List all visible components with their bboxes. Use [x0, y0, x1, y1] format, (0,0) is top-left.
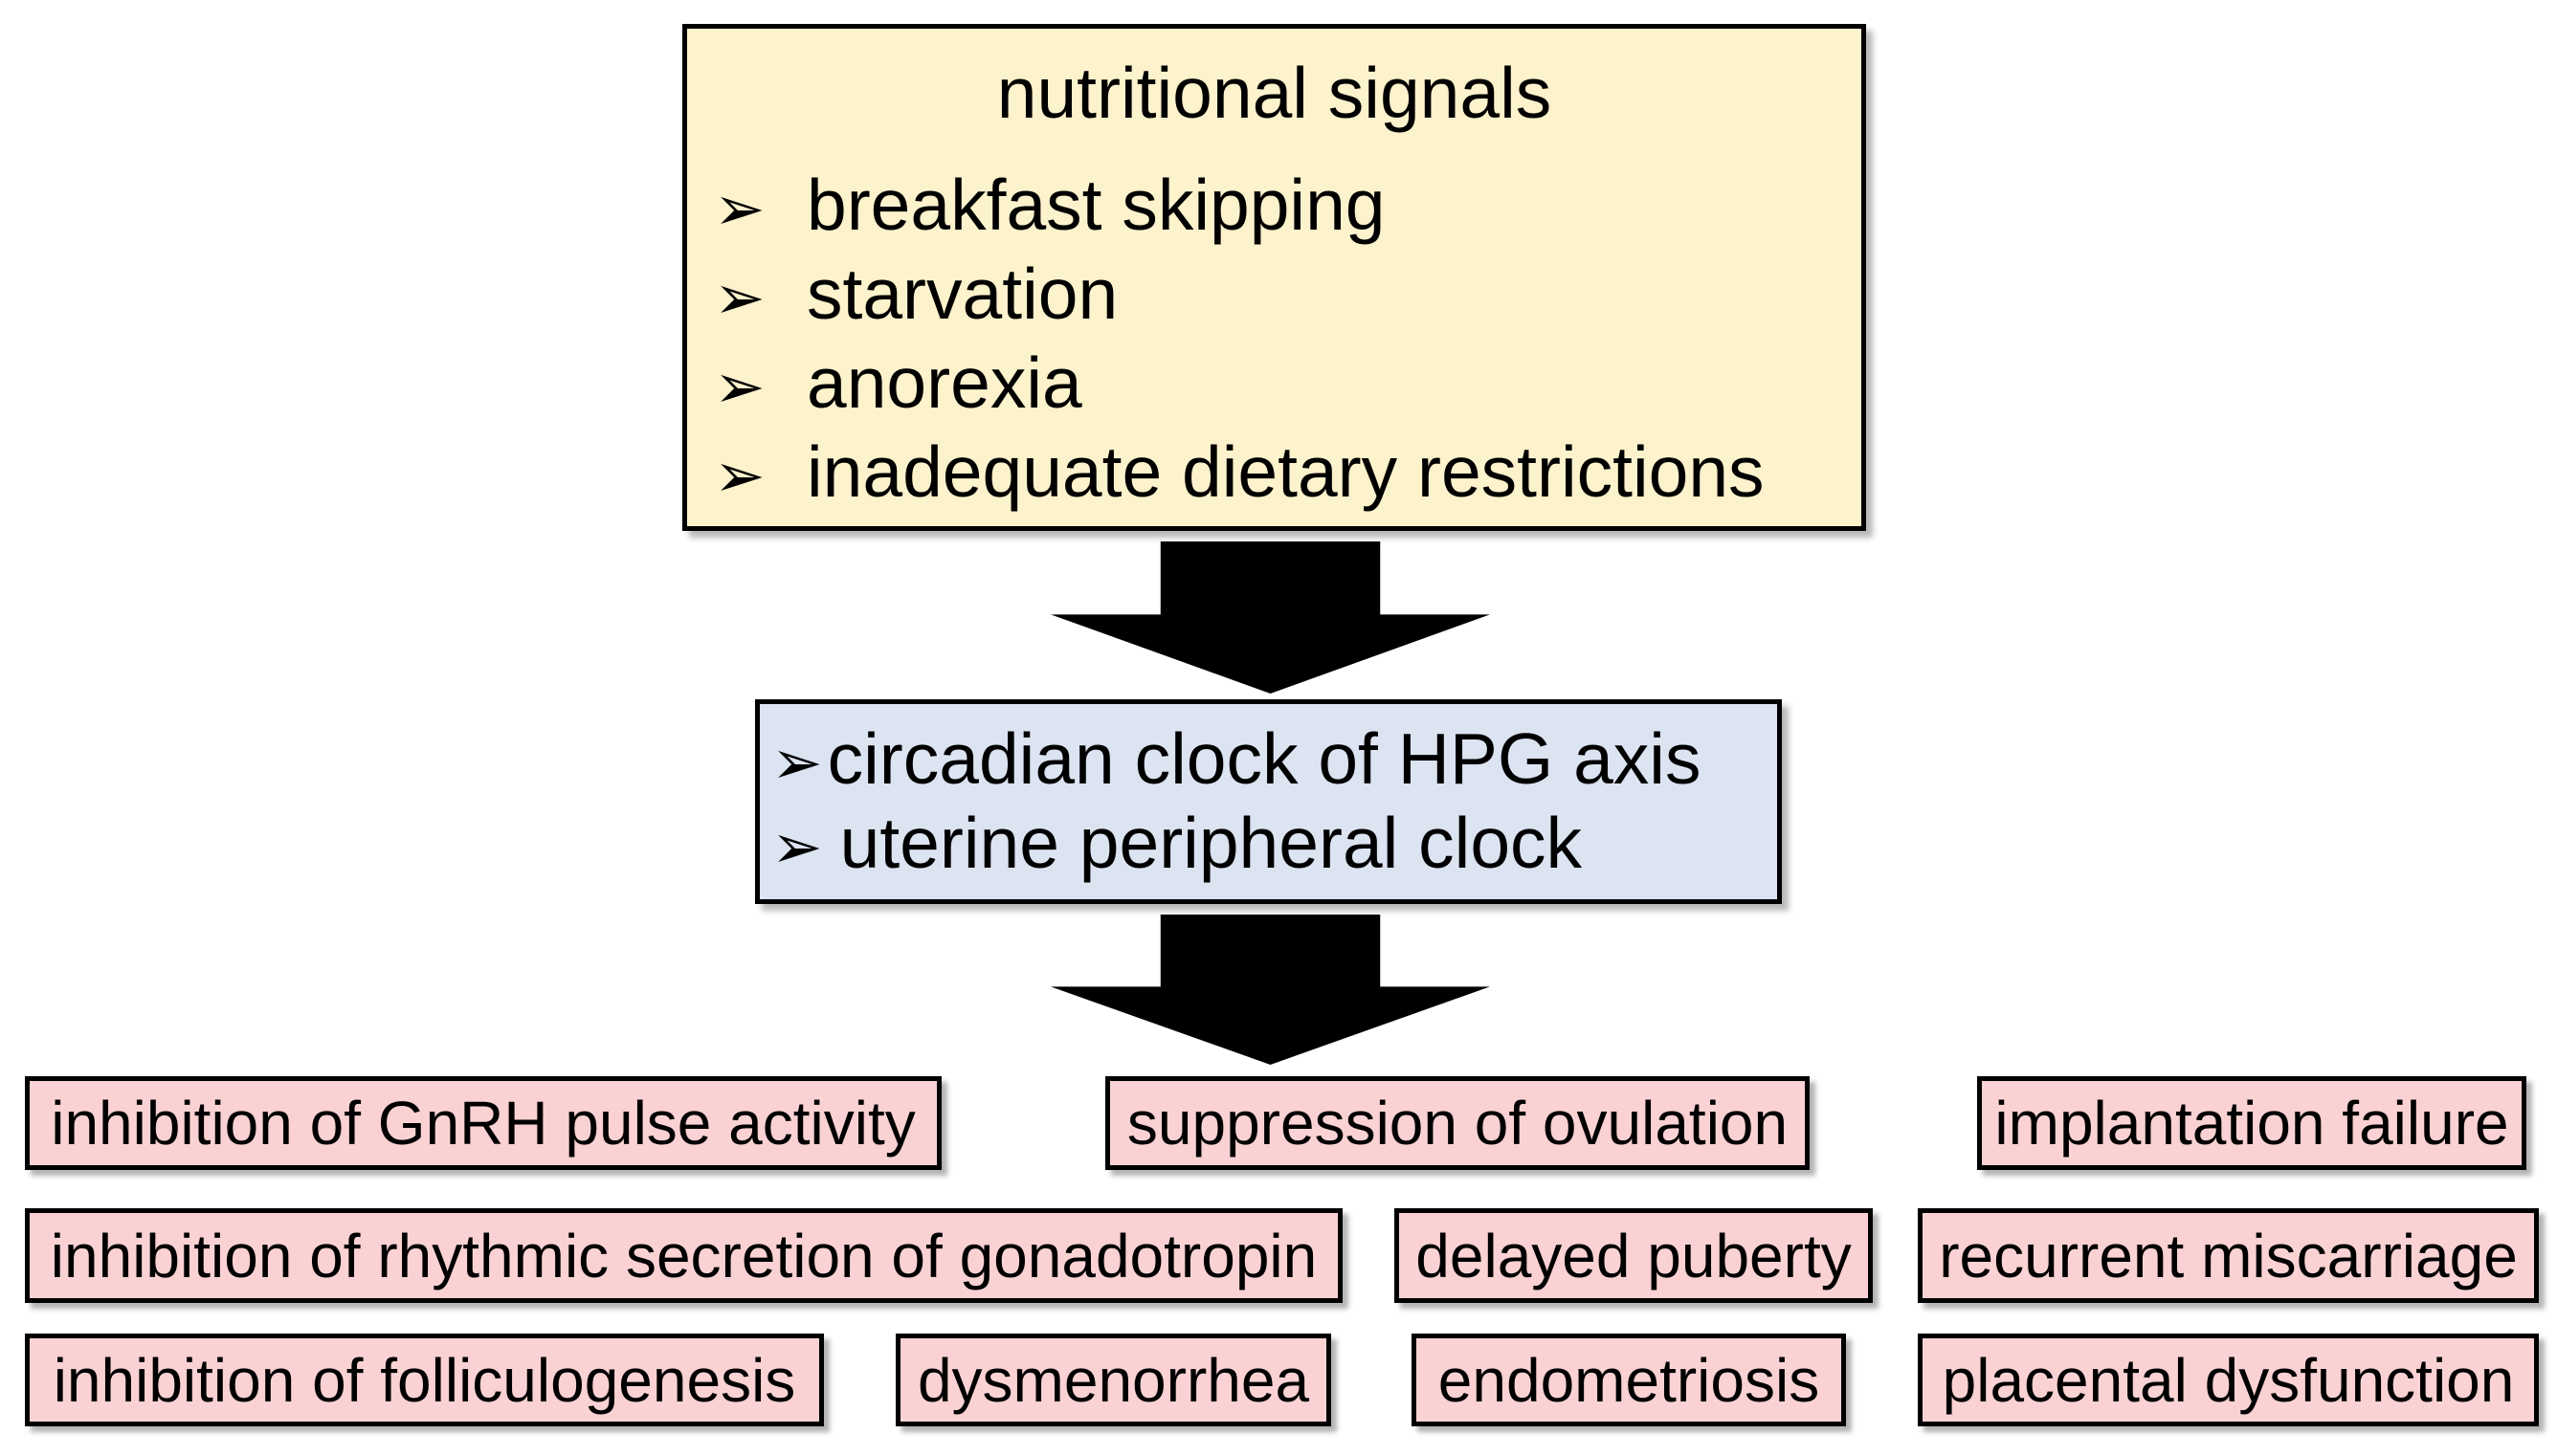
outcome-box-folliculogenesis: inhibition of folliculogenesis: [25, 1334, 824, 1426]
outcome-label: endometriosis: [1437, 1345, 1820, 1415]
arrowhead-bullet-icon: ➢: [771, 812, 823, 881]
outcome-box-implantation-failure: implantation failure: [1977, 1076, 2526, 1170]
outcome-label: recurrent miscarriage: [1939, 1221, 2518, 1291]
outcome-label: implantation failure: [1994, 1089, 2509, 1158]
nutritional-signals-list: ➢ breakfast skipping ➢ starvation ➢ anorexi…: [687, 161, 1861, 517]
list-item-label: breakfast skipping: [807, 165, 1386, 245]
list-item: ➢circadian clock of HPG axis: [771, 717, 1777, 801]
arrowhead-bullet-icon: ➢: [714, 352, 766, 421]
outcome-label: inhibition of rhythmic secretion of gona…: [50, 1221, 1318, 1291]
outcome-label: placental dysfunction: [1942, 1345, 2515, 1415]
outcome-box-gonadotropin-secretion: inhibition of rhythmic secretion of gona…: [25, 1208, 1343, 1303]
arrowhead-bullet-icon: ➢: [714, 441, 766, 510]
list-item-label: starvation: [807, 254, 1119, 334]
outcome-label: dysmenorrhea: [917, 1345, 1310, 1415]
nutritional-signals-box: nutritional signals ➢ breakfast skipping …: [682, 24, 1866, 531]
outcome-box-endometriosis: endometriosis: [1412, 1334, 1846, 1426]
arrowhead-bullet-icon: ➢: [771, 728, 823, 797]
nutritional-signals-title: nutritional signals: [996, 53, 1552, 133]
outcome-label: inhibition of GnRH pulse activity: [51, 1089, 916, 1158]
arrowhead-bullet-icon: ➢: [714, 263, 766, 332]
outcome-box-gnrh-pulse: inhibition of GnRH pulse activity: [25, 1076, 942, 1170]
list-item: ➢ breakfast skipping: [714, 161, 1861, 250]
list-item-label: inadequate dietary restrictions: [807, 431, 1765, 512]
outcome-box-recurrent-miscarriage: recurrent miscarriage: [1918, 1208, 2539, 1303]
down-arrow-icon: [1051, 915, 1490, 1065]
list-item-label: uterine peripheral clock: [839, 803, 1583, 883]
list-item-label: anorexia: [807, 342, 1082, 423]
outcome-box-delayed-puberty: delayed puberty: [1394, 1208, 1873, 1303]
arrowhead-bullet-icon: ➢: [714, 174, 766, 243]
clock-box: ➢circadian clock of HPG axis ➢uterine pe…: [755, 699, 1782, 904]
list-item-label: circadian clock of HPG axis: [827, 718, 1701, 799]
outcome-label: suppression of ovulation: [1126, 1089, 1789, 1158]
list-item: ➢ inadequate dietary restrictions: [714, 428, 1861, 517]
outcome-box-dysmenorrhea: dysmenorrhea: [896, 1334, 1331, 1426]
list-item: ➢ anorexia: [714, 339, 1861, 428]
outcome-box-ovulation-suppression: suppression of ovulation: [1105, 1076, 1810, 1170]
list-item: ➢uterine peripheral clock: [771, 801, 1777, 885]
outcome-label: inhibition of folliculogenesis: [53, 1345, 796, 1415]
list-item: ➢ starvation: [714, 250, 1861, 339]
down-arrow-icon: [1051, 541, 1490, 694]
outcome-label: delayed puberty: [1415, 1221, 1852, 1291]
outcome-box-placental-dysfunction: placental dysfunction: [1918, 1334, 2539, 1426]
